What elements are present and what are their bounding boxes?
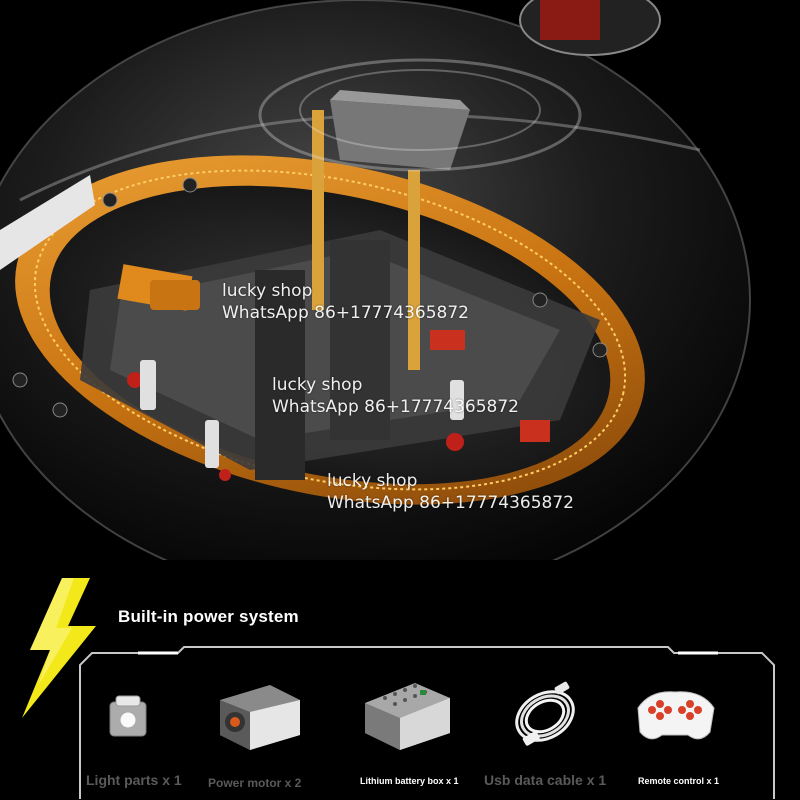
motor-icon xyxy=(220,685,300,750)
part-motor xyxy=(215,680,305,755)
part-label-usb: Usb data cable x 1 xyxy=(484,772,607,788)
watermark: lucky shop WhatsApp 86+17774365872 xyxy=(272,374,519,418)
watermark-contact: WhatsApp 86+17774365872 xyxy=(327,493,574,513)
watermark-shop-name: lucky shop xyxy=(272,375,363,395)
part-remote xyxy=(630,680,720,752)
part-label-remote: Remote control x 1 xyxy=(638,776,720,786)
lightning-bolt-icon xyxy=(22,578,96,718)
part-light xyxy=(100,690,156,746)
part-battery xyxy=(360,678,455,753)
part-usb-cable xyxy=(505,676,585,756)
product-photo xyxy=(0,0,751,560)
watermark-shop-name: lucky shop xyxy=(327,471,418,491)
parts-panel xyxy=(78,645,778,800)
watermark: lucky shop WhatsApp 86+17774365872 xyxy=(327,470,574,514)
remote-control-icon xyxy=(637,691,715,740)
usb-cable-icon xyxy=(515,681,575,746)
part-label-battery: Lithium battery box x 1 xyxy=(360,776,459,786)
light-part-icon xyxy=(109,695,147,737)
watermark-contact: WhatsApp 86+17774365872 xyxy=(222,303,469,323)
battery-box-icon xyxy=(365,683,450,750)
watermark: lucky shop WhatsApp 86+17774365872 xyxy=(222,280,469,324)
part-label-motor: Power motor x 2 xyxy=(208,776,302,790)
part-label-light: Light parts x 1 xyxy=(86,772,182,788)
section-title: Built-in power system xyxy=(118,607,299,626)
sphere-mechanism-illustration xyxy=(0,0,751,560)
panel-frame xyxy=(79,646,775,799)
watermark-shop-name: lucky shop xyxy=(222,281,313,301)
watermark-contact: WhatsApp 86+17774365872 xyxy=(272,397,519,417)
